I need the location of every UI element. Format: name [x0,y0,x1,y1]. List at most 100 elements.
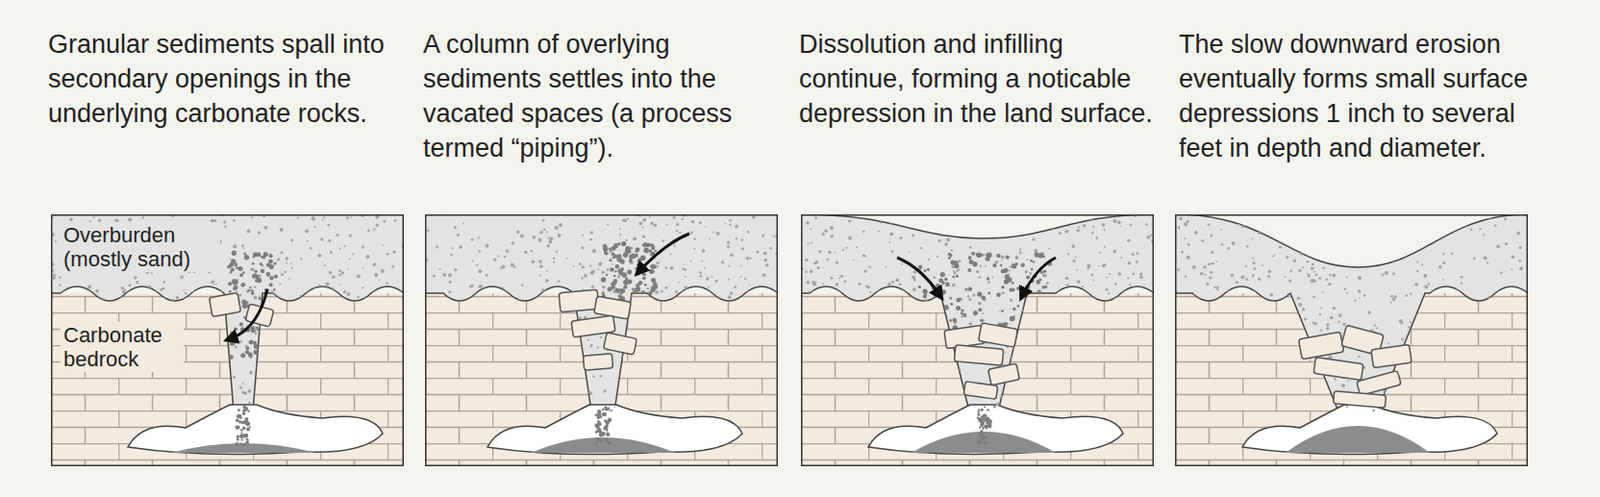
sand-grain [1076,280,1079,283]
sand-grain [845,247,848,250]
falling-grain [595,413,599,417]
sand-grain [891,303,894,306]
sand-grain [350,310,353,313]
sand-grain [644,283,648,287]
sand-grain [335,350,339,354]
sand-grain [715,310,718,313]
sand-grain [465,382,469,386]
sand-grain [346,406,349,409]
sand-grain [609,267,615,273]
sand-grain [670,266,675,271]
sand-grain [1065,314,1070,319]
sand-grain [349,351,351,354]
sand-grain [217,358,221,362]
sand-grain [589,238,593,242]
sand-grain [995,225,998,227]
sand-grain [699,275,702,278]
sand-grain [182,298,185,300]
sand-grain [1130,353,1134,357]
sand-grain [806,280,811,285]
sand-grain [590,230,594,234]
sand-grain [239,386,243,390]
sand-grain [1072,373,1075,375]
sand-grain [708,238,711,241]
sand-grain [254,270,258,274]
sand-grain [877,230,880,233]
sand-grain [690,260,693,263]
sand-grain [1103,246,1106,249]
sand-grain [932,397,935,400]
sand-grain [1059,368,1064,373]
sand-grain [180,383,183,386]
sand-grain [976,292,982,298]
sand-grain [740,239,744,243]
sand-grain [493,258,497,262]
sand-grain [840,275,844,278]
sand-grain [271,290,275,294]
sand-grain [753,335,756,338]
sand-grain [258,350,262,353]
sand-grain [982,220,985,223]
sand-grain [216,340,220,344]
sand-grain [54,240,57,243]
sand-grain [382,390,386,394]
sand-grain [1131,252,1135,256]
sand-grain [392,265,396,269]
sand-grain [729,252,734,257]
sand-grain [1139,332,1142,335]
sand-grain [649,269,654,275]
sand-grain [195,300,199,303]
sand-grain [343,290,347,294]
sand-grain [451,247,454,250]
sand-grain [338,270,342,274]
sand-grains [50,214,404,413]
sand-grain [881,372,886,376]
sand-grain [264,337,270,343]
sand-grain [575,384,579,389]
sand-grain [1076,279,1080,283]
sand-grain [257,325,261,328]
sand-grain [501,344,505,348]
sand-grain [666,349,669,351]
falling-grain [606,407,610,411]
sand-grain [447,355,450,358]
sand-grain [925,319,931,325]
sand-grain [642,235,646,239]
sand-grain [259,334,264,339]
sand-grain [449,280,452,284]
sand-grain [435,245,439,249]
sand-grain [750,340,753,343]
sand-grain [246,290,250,294]
sand-grain [1081,345,1086,350]
sand-grain [429,366,432,369]
sand-grain [721,393,724,396]
sand-grain [583,266,586,269]
sand-grain [1034,390,1038,394]
sand-grain [347,292,351,297]
sand-grain [940,235,943,238]
sand-grain [1094,312,1098,316]
sand-grain [512,385,517,390]
sand-grain [937,239,941,243]
sand-grain [258,295,261,298]
sand-grain [296,351,299,354]
sand-grain [1135,286,1139,290]
sand-grain [460,350,465,354]
sand-grain [924,299,928,303]
sand-grain [737,383,742,388]
sand-grain [737,409,740,412]
sand-grain [699,368,703,373]
sand-grain [733,285,737,289]
sand-grain [229,340,236,347]
sand-grain [1079,333,1083,337]
sand-grain [295,361,298,364]
sand-grain [807,290,810,293]
sand-grain [664,286,668,290]
sand-grain [696,300,700,305]
sand-grain [891,250,895,253]
sand-grain [1073,322,1076,325]
sand-grain [682,343,686,347]
sand-grain [125,308,128,311]
sand-grain [429,308,433,312]
sand-grain [725,373,730,377]
